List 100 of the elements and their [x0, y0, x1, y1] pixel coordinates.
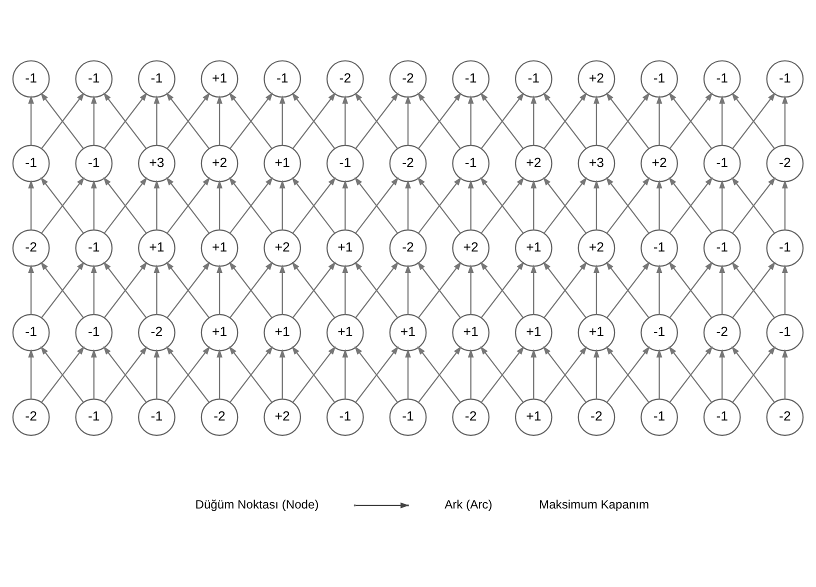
- legend-label: Maksimum Kapanım: [539, 496, 650, 511]
- node-circle: -1: [75, 144, 113, 182]
- arrow: [342, 94, 348, 145]
- node-circle: -2: [766, 398, 804, 436]
- arrow: [28, 348, 34, 398]
- arrow: [530, 94, 537, 145]
- node-circle: +2: [514, 144, 552, 182]
- arrow: [90, 264, 97, 314]
- arrow: [154, 94, 160, 145]
- node-circle: -1: [703, 144, 741, 182]
- node-circle: -1: [12, 144, 50, 182]
- node-circle: +2: [578, 60, 616, 98]
- arrow: [656, 94, 662, 145]
- node-circle: -1: [640, 313, 678, 351]
- node-circle: -2: [578, 398, 616, 436]
- node-circle: -2: [766, 144, 804, 182]
- arrow: [468, 179, 474, 230]
- arrow: [530, 348, 537, 398]
- arrow: [656, 348, 662, 398]
- arrow: [216, 348, 222, 398]
- arrow: [216, 264, 222, 314]
- arrow: [154, 179, 160, 230]
- arrow: [279, 348, 286, 398]
- node-circle: -1: [12, 313, 50, 351]
- node-circle: -1: [640, 398, 678, 436]
- node-circle: -1: [389, 398, 427, 436]
- node-circle: +2: [264, 228, 302, 266]
- node-circle: -2: [389, 60, 427, 98]
- node-circle: -1: [640, 60, 678, 98]
- arrow: [656, 264, 662, 314]
- node-circle: -2: [12, 398, 50, 436]
- arrow: [530, 179, 537, 230]
- node-circle: -2: [138, 313, 176, 351]
- node-circle: +3: [138, 144, 176, 182]
- node-circle: -1: [12, 60, 50, 98]
- arrow: [594, 264, 600, 314]
- arrow: [90, 348, 97, 398]
- node-circle: +2: [264, 398, 302, 436]
- node-circle: -1: [452, 60, 490, 98]
- node-circle: -1: [264, 60, 302, 98]
- legend-label: Düğüm Noktası (Node): [195, 496, 319, 511]
- node-circle: -1: [75, 228, 113, 266]
- arrow: [594, 94, 600, 145]
- node-circle: -1: [138, 60, 176, 98]
- node-circle: -1: [138, 398, 176, 436]
- arrow: [405, 94, 411, 145]
- arrow: [405, 264, 411, 314]
- node-circle: +1: [326, 228, 364, 266]
- node-circle: -2: [200, 398, 238, 436]
- node-circle: -1: [703, 60, 741, 98]
- node-circle: -2: [12, 228, 50, 266]
- node-circle: -1: [703, 228, 741, 266]
- arrow: [468, 264, 474, 314]
- legend-label: Ark (Arc): [444, 496, 492, 511]
- arrow: [154, 348, 160, 398]
- node-circle: +1: [264, 313, 302, 351]
- node-circle: +1: [138, 228, 176, 266]
- node-circle: -1: [514, 60, 552, 98]
- arrow: [279, 179, 286, 230]
- arrow: [719, 264, 726, 314]
- node-circle: +1: [200, 60, 238, 98]
- arrow: [216, 179, 222, 230]
- node-circle: +1: [514, 398, 552, 436]
- node-circle: +1: [452, 313, 490, 351]
- node-circle: -2: [703, 313, 741, 351]
- arrow: [28, 94, 34, 145]
- node-circle: +2: [578, 228, 616, 266]
- node-circle: +2: [200, 144, 238, 182]
- node-circle: -1: [452, 144, 490, 182]
- node-circle: +1: [326, 313, 364, 351]
- node-circle: +2: [452, 228, 490, 266]
- arrow: [719, 94, 726, 145]
- arrow: [405, 348, 411, 398]
- node-circle: -1: [703, 398, 741, 436]
- arrow: [28, 264, 34, 314]
- node-circle: -1: [75, 60, 113, 98]
- node-circle: +3: [578, 144, 616, 182]
- arrow: [342, 179, 348, 230]
- node-circle: -1: [640, 228, 678, 266]
- arrow: [594, 348, 600, 398]
- arrow: [279, 94, 286, 145]
- node-circle: -2: [326, 60, 364, 98]
- arrow: [782, 179, 788, 230]
- arrow: [154, 264, 160, 314]
- node-circle: -2: [452, 398, 490, 436]
- arrow: [594, 179, 600, 230]
- node-circle: -2: [389, 228, 427, 266]
- arrow: [782, 94, 788, 145]
- arrow: [279, 264, 286, 314]
- arrow: [719, 348, 726, 398]
- arrow: [782, 348, 788, 398]
- node-circle: +1: [200, 228, 238, 266]
- node-circle: -1: [326, 398, 364, 436]
- arrow: [216, 94, 222, 145]
- arrow: [342, 264, 348, 314]
- arrow: [28, 179, 34, 230]
- arrow: [90, 179, 97, 230]
- arrow: [782, 264, 788, 314]
- node-circle: -1: [75, 398, 113, 436]
- arrow: [90, 94, 97, 145]
